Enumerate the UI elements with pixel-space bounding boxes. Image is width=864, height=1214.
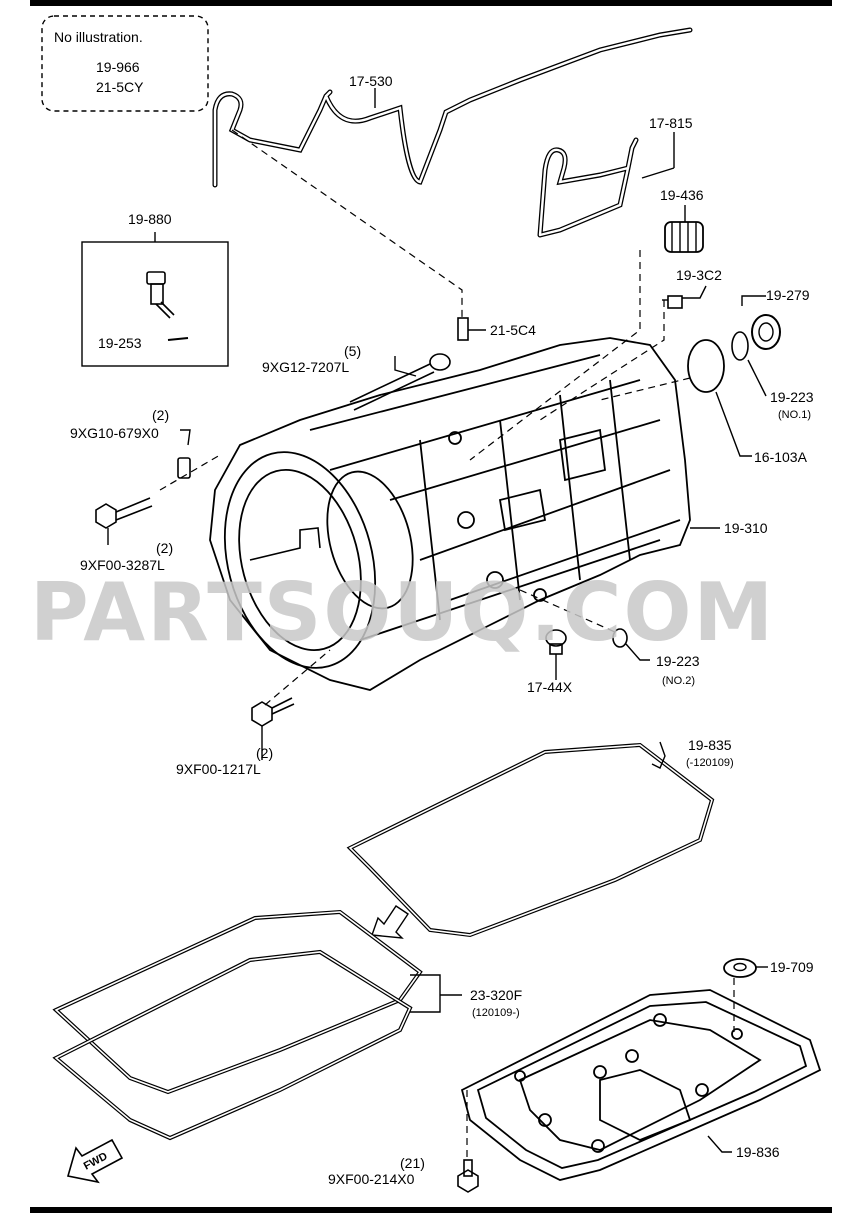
label-17-815: 17-815 bbox=[649, 115, 693, 131]
dowel-pin-part bbox=[177, 457, 191, 479]
label-9xf00-3287-qty: (2) bbox=[156, 540, 173, 556]
label-9xg12: 9XG12-7207L bbox=[262, 359, 349, 375]
speed-sensor-part bbox=[146, 271, 175, 319]
label-17-530: 17-530 bbox=[349, 73, 393, 89]
filter-part bbox=[664, 221, 704, 253]
label-19-3c2: 19-3C2 bbox=[676, 267, 722, 283]
pan-gasket-old-part bbox=[346, 742, 715, 938]
label-19-880: 19-880 bbox=[128, 211, 172, 227]
label-19-223-a: 19-223 bbox=[770, 389, 814, 405]
top-border bbox=[30, 0, 832, 6]
note-item-1: 19-966 bbox=[96, 59, 140, 75]
watermark: PARTSOUQ.COM bbox=[30, 566, 775, 659]
label-17-44x: 17-44X bbox=[527, 679, 573, 695]
label-19-835-sub: (-120109) bbox=[686, 757, 734, 769]
label-19-835: 19-835 bbox=[688, 737, 732, 753]
oil-pan-part bbox=[460, 989, 822, 1181]
drain-washer-part bbox=[723, 958, 757, 978]
note-title: No illustration. bbox=[54, 29, 143, 45]
label-19-836: 19-836 bbox=[736, 1144, 780, 1160]
label-23-320f-sub: (120109-) bbox=[472, 1007, 520, 1019]
label-9xf00-3287: 9XF00-3287L bbox=[80, 557, 165, 573]
label-19-436: 19-436 bbox=[660, 187, 704, 203]
label-9xg10: 9XG10-679X0 bbox=[70, 425, 159, 441]
cover-plate-part bbox=[687, 339, 725, 393]
bolt-1217-part bbox=[251, 697, 295, 727]
bottom-border bbox=[30, 1207, 832, 1213]
o-ring-1-part bbox=[731, 331, 749, 361]
label-19-279: 19-279 bbox=[766, 287, 810, 303]
label-19-223-b-sub: (NO.2) bbox=[662, 675, 695, 687]
label-19-709: 19-709 bbox=[770, 959, 814, 975]
return-hose-part bbox=[537, 137, 639, 238]
label-9xf00-214-qty: (21) bbox=[400, 1155, 425, 1171]
fitting-part bbox=[662, 295, 683, 309]
label-9xf00-1217-qty: (2) bbox=[256, 745, 273, 761]
transmission-case-part bbox=[209, 337, 691, 691]
label-19-223-a-sub: (NO.1) bbox=[778, 409, 811, 421]
label-23-320f: 23-320F bbox=[470, 987, 522, 1003]
label-21-5c4: 21-5C4 bbox=[490, 322, 536, 338]
note-item-2: 21-5CY bbox=[96, 79, 144, 95]
pan-gasket-new-part bbox=[52, 909, 423, 1141]
label-19-223-b: 19-223 bbox=[656, 653, 700, 669]
label-9xf00-214: 9XF00-214X0 bbox=[328, 1171, 415, 1187]
pan-bolt-part bbox=[457, 1159, 479, 1193]
bolt-3287-part bbox=[95, 497, 153, 529]
label-19-310: 19-310 bbox=[724, 520, 768, 536]
fwd-arrow-small-icon bbox=[371, 905, 409, 939]
label-16-103a: 16-103A bbox=[754, 449, 808, 465]
fwd-arrow-icon bbox=[66, 1138, 124, 1184]
o-ring-2-part bbox=[612, 628, 628, 648]
label-9xg10-qty: (2) bbox=[152, 407, 169, 423]
label-9xf00-1217: 9XF00-1217L bbox=[176, 761, 261, 777]
label-19-253: 19-253 bbox=[98, 335, 142, 351]
o-ring-small-part bbox=[167, 337, 189, 341]
oil-seal-part bbox=[751, 314, 781, 350]
breather-plug-part bbox=[457, 317, 469, 341]
label-9xg12-qty: (5) bbox=[344, 343, 361, 359]
